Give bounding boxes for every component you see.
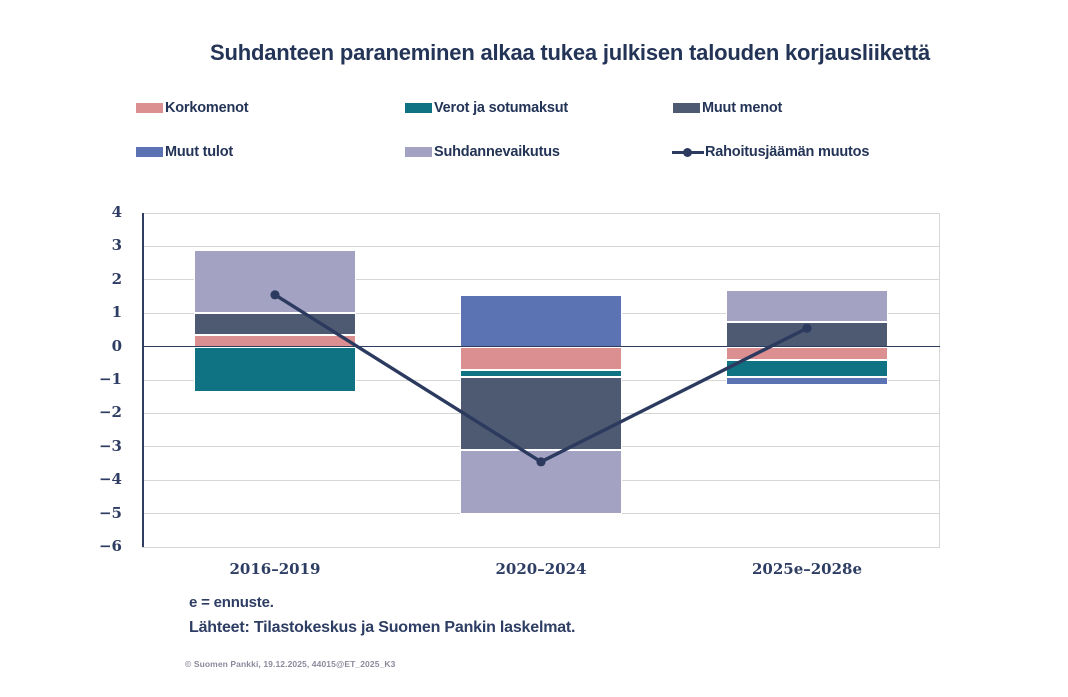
y-tick-label: 3 bbox=[111, 236, 122, 255]
y-tick-label: −4 bbox=[98, 470, 122, 489]
x-tick-label: 2016–2019 bbox=[229, 560, 321, 578]
y-tick-label: −2 bbox=[98, 403, 122, 422]
plot-right-border bbox=[939, 213, 940, 547]
legend-item-verot-ja-sotumaksut: Verot ja sotumaksut bbox=[404, 100, 568, 116]
legend-item-muut-tulot: Muut tulot bbox=[135, 144, 234, 160]
legend-swatch-icon bbox=[404, 102, 433, 114]
footnote-copyright: © Suomen Pankki, 19.12.2025, 44015@ET_20… bbox=[185, 659, 396, 669]
bar-segment-muut-menot bbox=[460, 376, 622, 451]
plot-area bbox=[142, 212, 940, 548]
x-tick-label: 2020–2024 bbox=[495, 560, 587, 578]
legend-item-rahoitusj-m-n-muutos: Rahoitusjäämän muutos bbox=[672, 144, 870, 160]
y-axis-line bbox=[142, 213, 144, 547]
legend-swatch-icon bbox=[672, 102, 701, 114]
gridline bbox=[142, 513, 940, 515]
bar-segment-muut-tulot bbox=[726, 376, 888, 385]
line-marker-icon bbox=[536, 457, 546, 467]
footnote-sources: Lähteet: Tilastokeskus ja Suomen Pankin … bbox=[189, 619, 576, 636]
legend-label: Suhdannevaikutus bbox=[434, 144, 560, 160]
line-series-path bbox=[274, 293, 808, 464]
legend-item-suhdannevaikutus: Suhdannevaikutus bbox=[404, 144, 560, 160]
y-tick-label: −6 bbox=[98, 537, 122, 555]
bar-segment-muut-tulot bbox=[460, 294, 622, 347]
legend-swatch-icon bbox=[404, 146, 433, 158]
bar-segment-verot-ja-sotumaksut bbox=[460, 369, 622, 377]
y-tick-label: 1 bbox=[111, 303, 122, 322]
line-marker-icon bbox=[802, 323, 812, 333]
gridline bbox=[142, 245, 940, 247]
footnote-forecast: e = ennuste. bbox=[189, 594, 274, 611]
legend-label: Verot ja sotumaksut bbox=[434, 100, 568, 116]
legend-label: Muut menot bbox=[702, 100, 783, 116]
y-tick-label: −3 bbox=[98, 436, 122, 455]
bar-segment-suhdannevaikutus bbox=[194, 249, 356, 314]
y-tick-label: 0 bbox=[111, 336, 122, 355]
zero-axis-line-overlay bbox=[142, 346, 940, 348]
gridline bbox=[142, 212, 940, 214]
legend-swatch-icon bbox=[135, 146, 164, 158]
legend-label: Muut tulot bbox=[165, 144, 234, 160]
gridline bbox=[142, 279, 940, 281]
y-tick-label: −5 bbox=[98, 503, 122, 522]
line-marker-icon bbox=[270, 290, 280, 300]
legend-line-marker-icon bbox=[672, 146, 704, 159]
legend-item-muut-menot: Muut menot bbox=[672, 100, 783, 116]
legend-label: Korkomenot bbox=[165, 100, 249, 116]
legend-swatch-icon bbox=[135, 102, 164, 114]
y-tick-label: 4 bbox=[111, 203, 122, 221]
legend-item-korkomenot: Korkomenot bbox=[135, 100, 249, 116]
legend-label: Rahoitusjäämän muutos bbox=[705, 144, 870, 160]
bar-segment-muut-menot bbox=[726, 321, 888, 347]
x-tick-label: 2025e–2028e bbox=[751, 560, 863, 578]
y-tick-label: −1 bbox=[98, 370, 122, 388]
y-tick-label: 2 bbox=[111, 269, 122, 288]
chart-title: Suhdanteen paraneminen alkaa tukea julki… bbox=[210, 40, 930, 65]
balance-change-line-chart bbox=[270, 290, 812, 467]
gridline bbox=[142, 546, 940, 548]
bar-segment-suhdannevaikutus bbox=[726, 289, 888, 322]
